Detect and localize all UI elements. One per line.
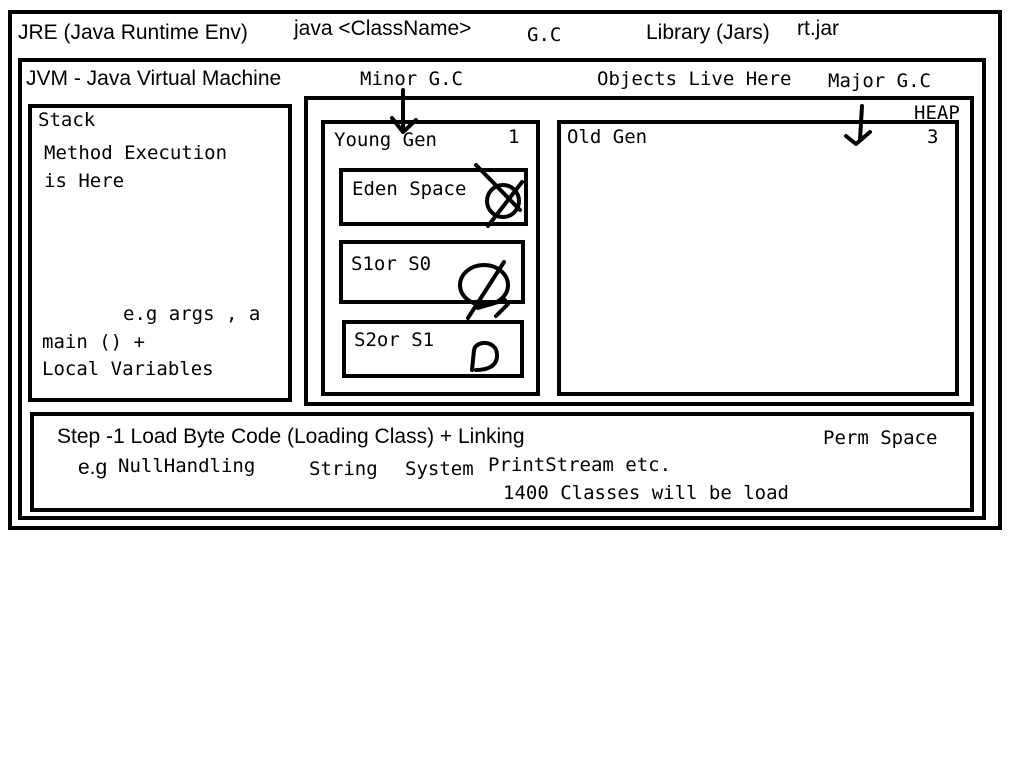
stack-title: Stack	[38, 109, 96, 131]
survivor-s1-label: S1or S0	[351, 253, 432, 275]
library-jars-label: Library (Jars)	[646, 21, 770, 44]
survivor-s2-label: S2or S1	[354, 329, 435, 351]
classes-loaded-label: 1400 Classes will be load	[503, 482, 789, 504]
old-gen-number: 3	[927, 126, 939, 148]
jvm-box	[18, 58, 986, 520]
null-handling-label: NullHandling	[118, 455, 256, 477]
old-gen-title: Old Gen	[567, 126, 648, 148]
minor-gc-label: Minor G.C	[360, 68, 463, 90]
young-gen-number: 1	[508, 126, 520, 148]
survivor-s1-box	[339, 240, 525, 304]
heap-title: HEAP	[914, 102, 960, 124]
system-label: System	[405, 458, 474, 480]
young-gen-title: Young Gen	[334, 129, 437, 151]
stack-box	[28, 104, 292, 402]
perm-eg-label: e.g	[78, 456, 108, 479]
rt-jar-label: rt.jar	[797, 17, 839, 40]
young-gen-box	[321, 120, 540, 396]
string-label: String	[309, 458, 378, 480]
survivor-s2-box	[342, 320, 524, 378]
jre-box	[8, 10, 1002, 530]
perm-space-title: Perm Space	[823, 427, 938, 449]
load-bytecode-step: Step -1 Load Byte Code (Loading Class) +…	[57, 425, 525, 448]
major-gc-label: Major G.C	[828, 70, 931, 92]
perm-space-box	[30, 412, 974, 512]
objects-live-here-label: Objects Live Here	[597, 68, 792, 90]
jre-title: JRE (Java Runtime Env)	[18, 21, 248, 44]
stack-example-label: e.g args , a	[123, 303, 261, 325]
eden-space-label: Eden Space	[352, 178, 467, 200]
heap-box	[304, 96, 974, 406]
java-command: java <ClassName>	[294, 17, 472, 40]
stack-locals-label: Local Variables	[42, 358, 214, 380]
stack-text-line1: Method Execution	[44, 142, 228, 164]
print-stream-label: PrintStream etc.	[488, 454, 672, 476]
jre-gc-label: G.C	[527, 24, 562, 46]
stack-main-label: main () +	[42, 331, 145, 353]
eden-space-box	[339, 168, 528, 226]
stack-text-line2: is Here	[44, 170, 125, 192]
old-gen-box	[557, 120, 959, 396]
jvm-title: JVM - Java Virtual Machine	[26, 67, 282, 90]
